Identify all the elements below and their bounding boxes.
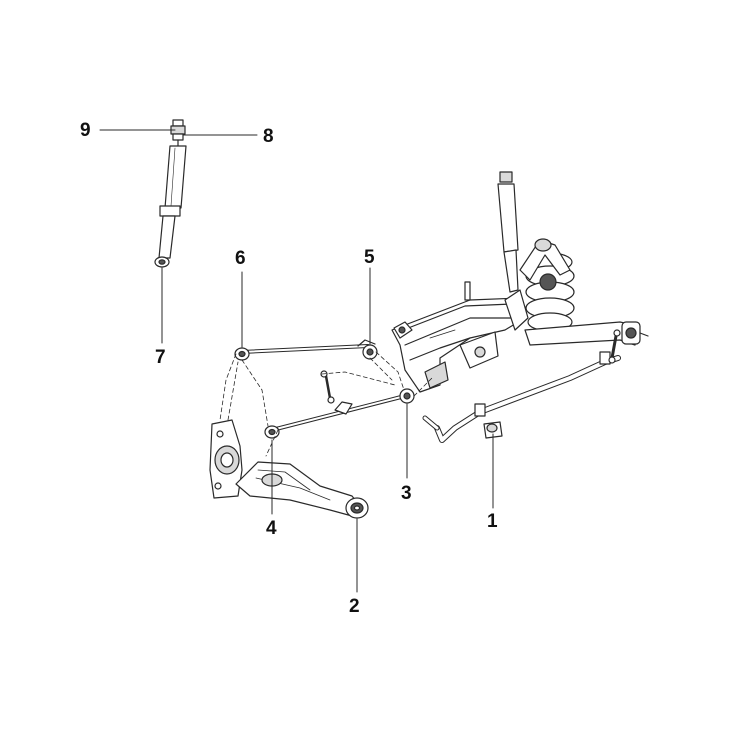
knuckle-lower-arm [209, 419, 369, 519]
callout-1: 1 [487, 511, 498, 532]
assembly-dashed-lines [219, 351, 433, 457]
callout-8: 8 [263, 126, 274, 147]
callout-7: 7 [155, 347, 166, 368]
lower-link [264, 370, 415, 439]
callout-6: 6 [235, 248, 246, 269]
callout-4: 4 [266, 518, 277, 539]
upper-link [234, 339, 378, 361]
shock-absorber [154, 119, 187, 268]
leader-lines [99, 129, 494, 593]
rear-subframe [391, 281, 529, 393]
callout-5: 5 [364, 247, 375, 268]
stabilizer-bar [422, 329, 621, 443]
callout-2: 2 [349, 596, 360, 617]
right-shock-spring [497, 171, 649, 346]
callout-3: 3 [401, 483, 412, 504]
callout-9: 9 [80, 120, 91, 141]
